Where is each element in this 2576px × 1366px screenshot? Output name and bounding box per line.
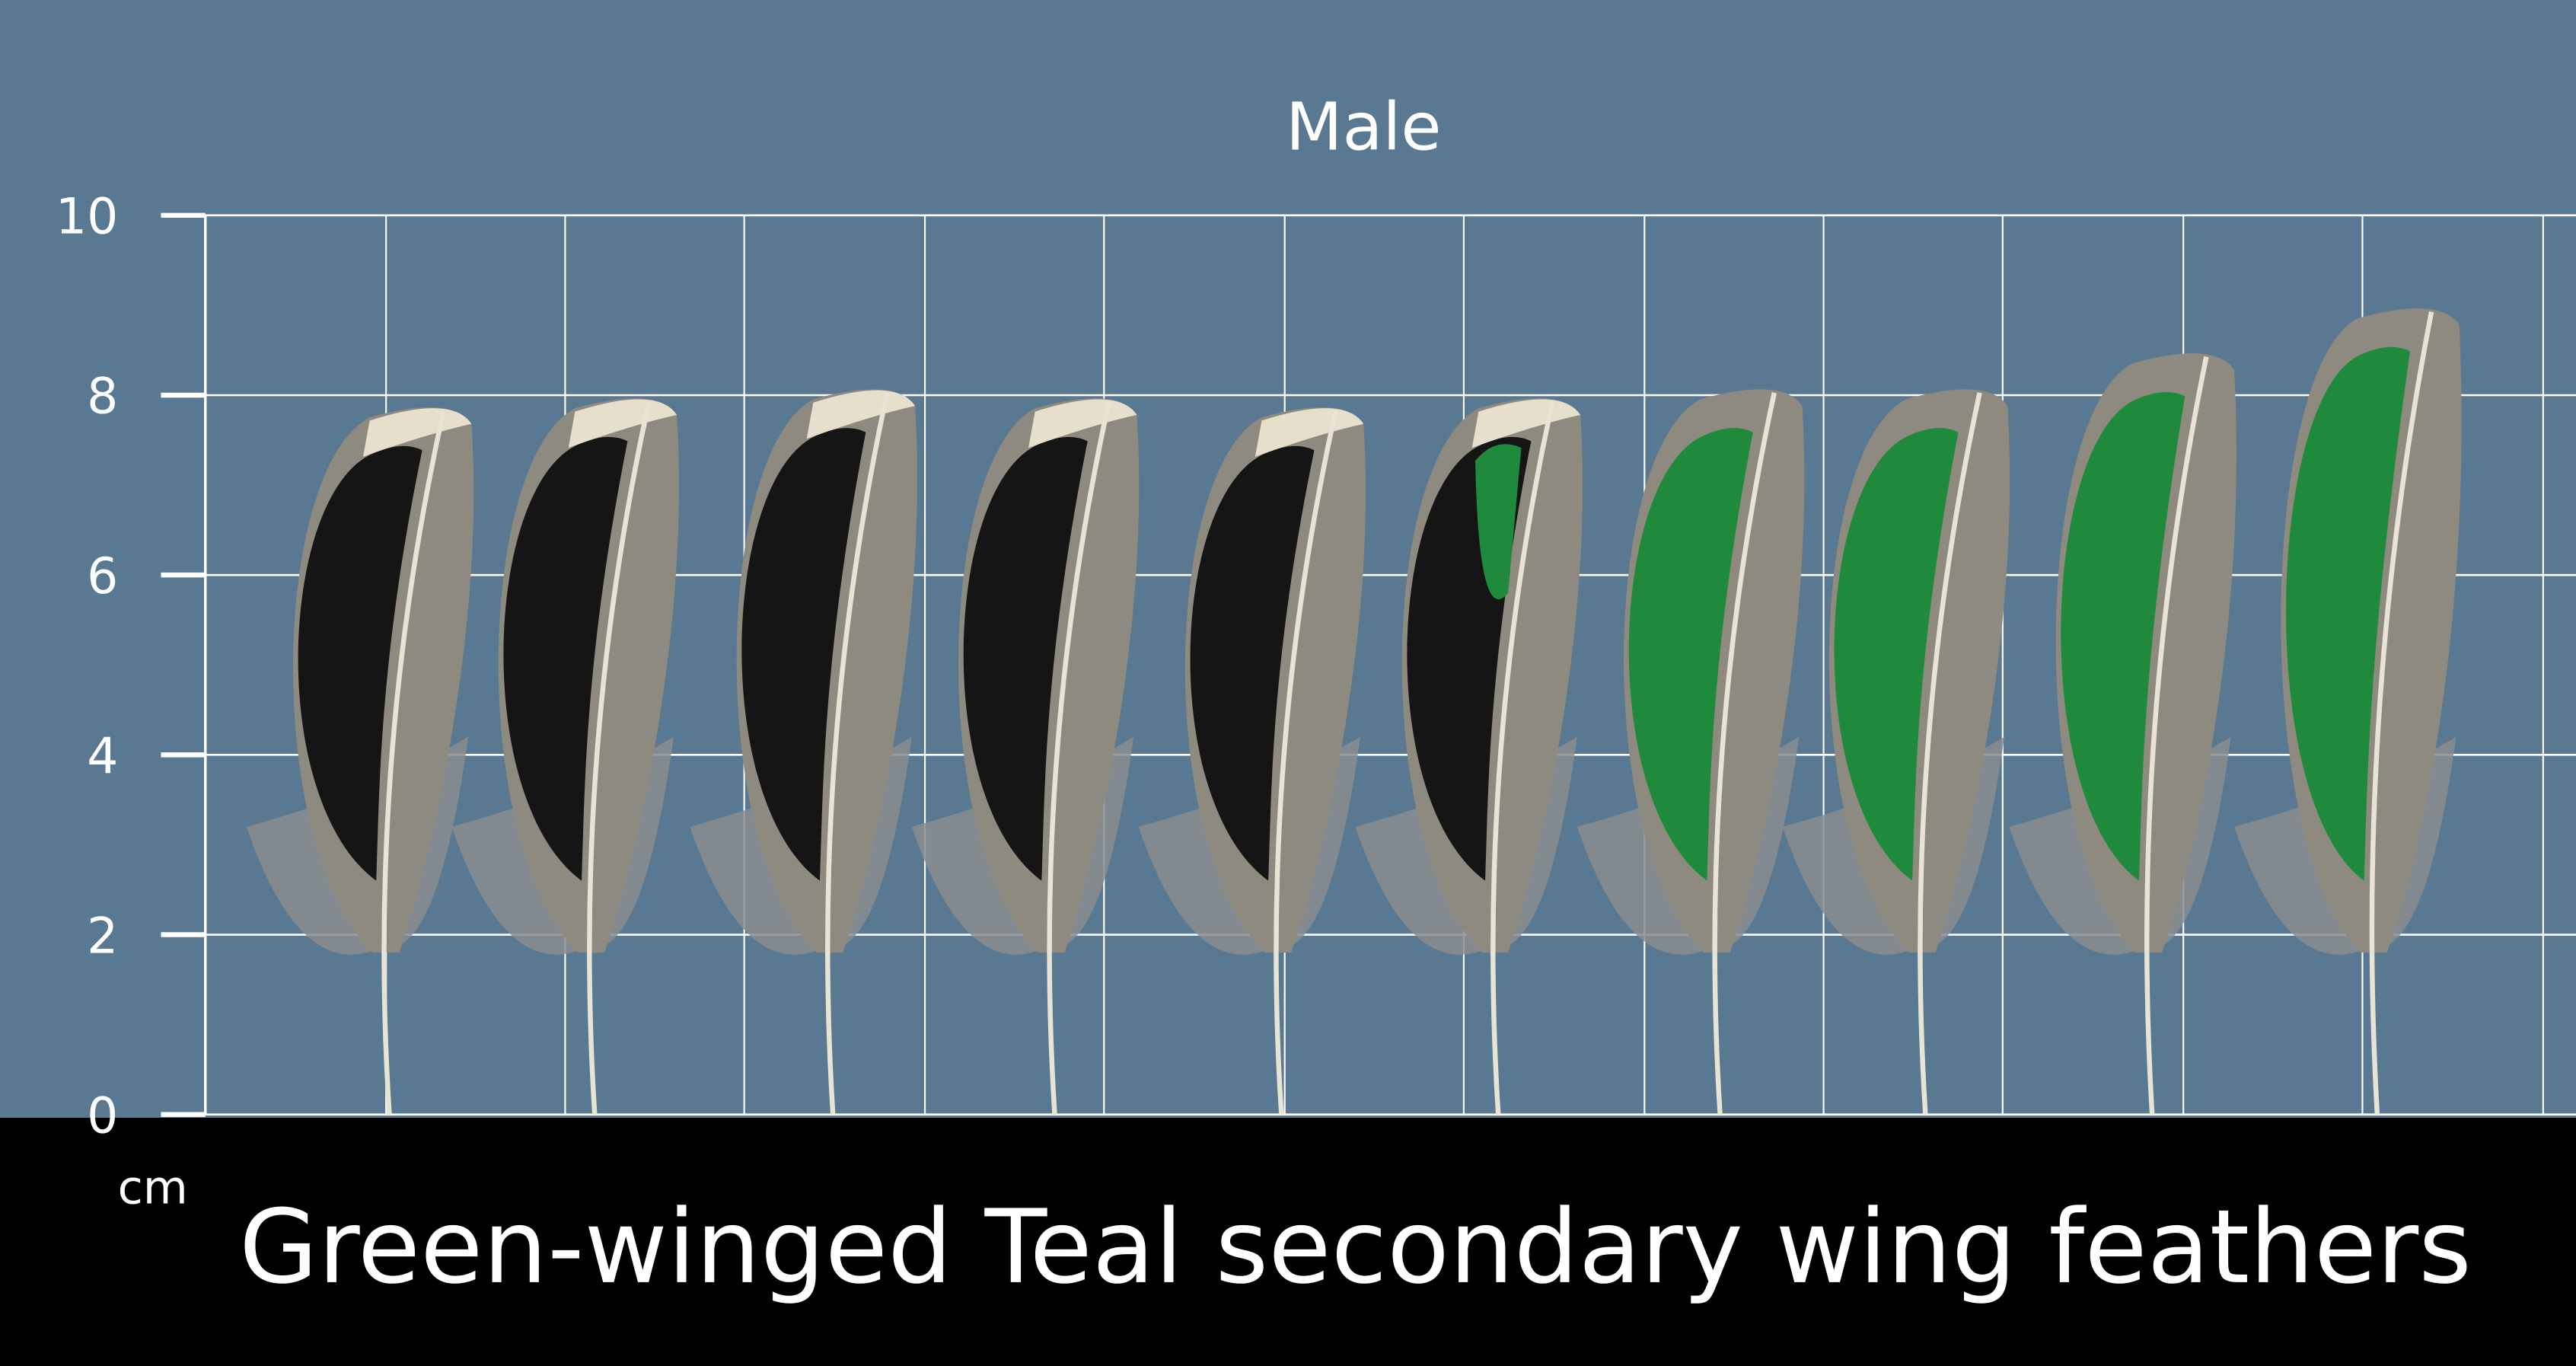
speculum-green-patch — [2286, 346, 2411, 881]
feather-shaft — [1490, 401, 1555, 1115]
white-tip — [1028, 399, 1137, 448]
caption-band — [0, 1118, 2576, 1366]
feather-shaft — [2369, 311, 2434, 1115]
dark-patch — [741, 428, 866, 881]
feather — [911, 398, 1140, 1115]
feather-shaft — [1047, 401, 1111, 1115]
dark-patch — [963, 436, 1088, 881]
feather — [690, 389, 917, 1115]
dark-patch — [503, 436, 628, 881]
feather-shaft — [2144, 356, 2209, 1115]
y-tick-label: 2 — [87, 908, 118, 965]
feather — [246, 407, 474, 1115]
feather — [1782, 389, 2010, 1115]
white-tip — [568, 399, 677, 448]
white-tip — [362, 408, 472, 457]
y-tick-label: 10 — [56, 189, 118, 246]
feather — [1355, 398, 1583, 1115]
panel-title: Male — [1286, 89, 1441, 165]
unit-label: cm — [118, 1161, 188, 1214]
feather — [2009, 353, 2236, 1115]
speculum-green-patch — [1475, 444, 1522, 600]
y-tick-label: 8 — [87, 369, 118, 426]
speculum-green-patch — [2061, 391, 2185, 881]
dark-patch — [298, 445, 422, 881]
feather-shaft — [587, 401, 652, 1115]
y-tick-label: 0 — [87, 1087, 118, 1144]
feather — [1577, 389, 1805, 1115]
feather — [1138, 407, 1366, 1115]
feather-shaft — [1274, 410, 1338, 1115]
y-tick-label: 4 — [87, 728, 118, 785]
dark-patch — [1190, 445, 1315, 881]
feather-shaft — [381, 410, 446, 1115]
speculum-green-patch — [1628, 428, 1753, 881]
feather — [451, 398, 680, 1115]
feathers — [246, 308, 2462, 1115]
white-tip — [1471, 399, 1581, 448]
feather-shaft — [1918, 392, 1982, 1115]
white-tip — [806, 390, 916, 439]
speculum-green-patch — [1834, 428, 1959, 881]
caption: Green-winged Teal secondary wing feather… — [239, 1188, 2472, 1307]
y-tick-label: 6 — [87, 548, 118, 605]
feather-shaft — [1712, 392, 1777, 1115]
y-axis: 0 2 4 6 8 10 — [56, 189, 118, 1145]
feather — [2234, 308, 2462, 1115]
white-tip — [1255, 408, 1364, 457]
feather-shaft — [825, 392, 890, 1115]
